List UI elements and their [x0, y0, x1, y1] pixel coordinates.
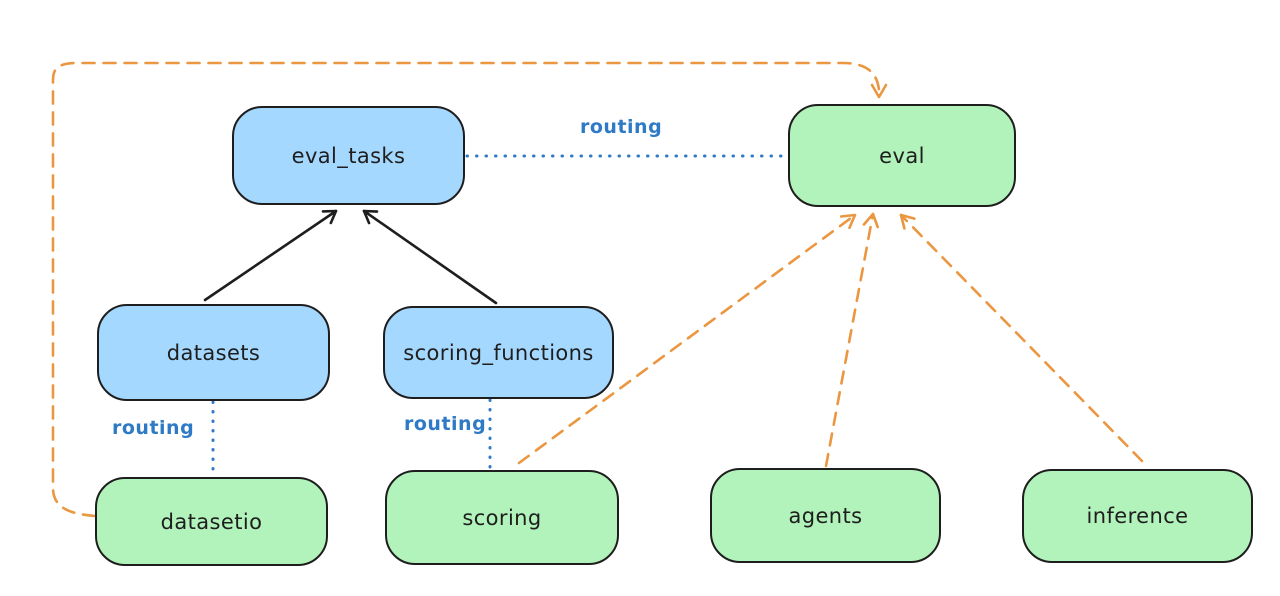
- node-datasets: datasets: [97, 304, 330, 401]
- node-eval: eval: [788, 104, 1016, 207]
- node-inference-label: inference: [1086, 504, 1189, 528]
- node-agents: agents: [710, 468, 941, 563]
- node-eval-tasks-label: eval_tasks: [291, 143, 406, 168]
- node-inference: inference: [1022, 469, 1253, 563]
- edge-label-routing-datasets-datasetio: routing: [112, 417, 195, 439]
- edge-datasets-to-eval-tasks: [203, 209, 338, 302]
- edge-agents-to-eval: [824, 212, 879, 468]
- node-datasetio: datasetio: [95, 477, 328, 566]
- edge-scoring-functions-to-eval-tasks: [362, 209, 498, 305]
- edge-label-routing-eval-tasks-eval: routing: [580, 116, 663, 138]
- node-scoring: scoring: [385, 470, 619, 565]
- edge-inference-to-eval: [899, 213, 1144, 463]
- node-agents-label: agents: [788, 503, 863, 528]
- node-scoring-functions-label: scoring_functions: [403, 340, 594, 365]
- node-scoring-label: scoring: [462, 505, 542, 530]
- edge-scoring-to-eval: [517, 213, 857, 465]
- node-eval-tasks: eval_tasks: [232, 106, 465, 205]
- node-datasets-label: datasets: [166, 340, 261, 365]
- edge-label-routing-scoring-fns-scoring: routing: [404, 413, 487, 435]
- node-datasetio-label: datasetio: [160, 509, 263, 534]
- node-scoring-functions: scoring_functions: [383, 306, 614, 399]
- node-eval-label: eval: [879, 143, 925, 168]
